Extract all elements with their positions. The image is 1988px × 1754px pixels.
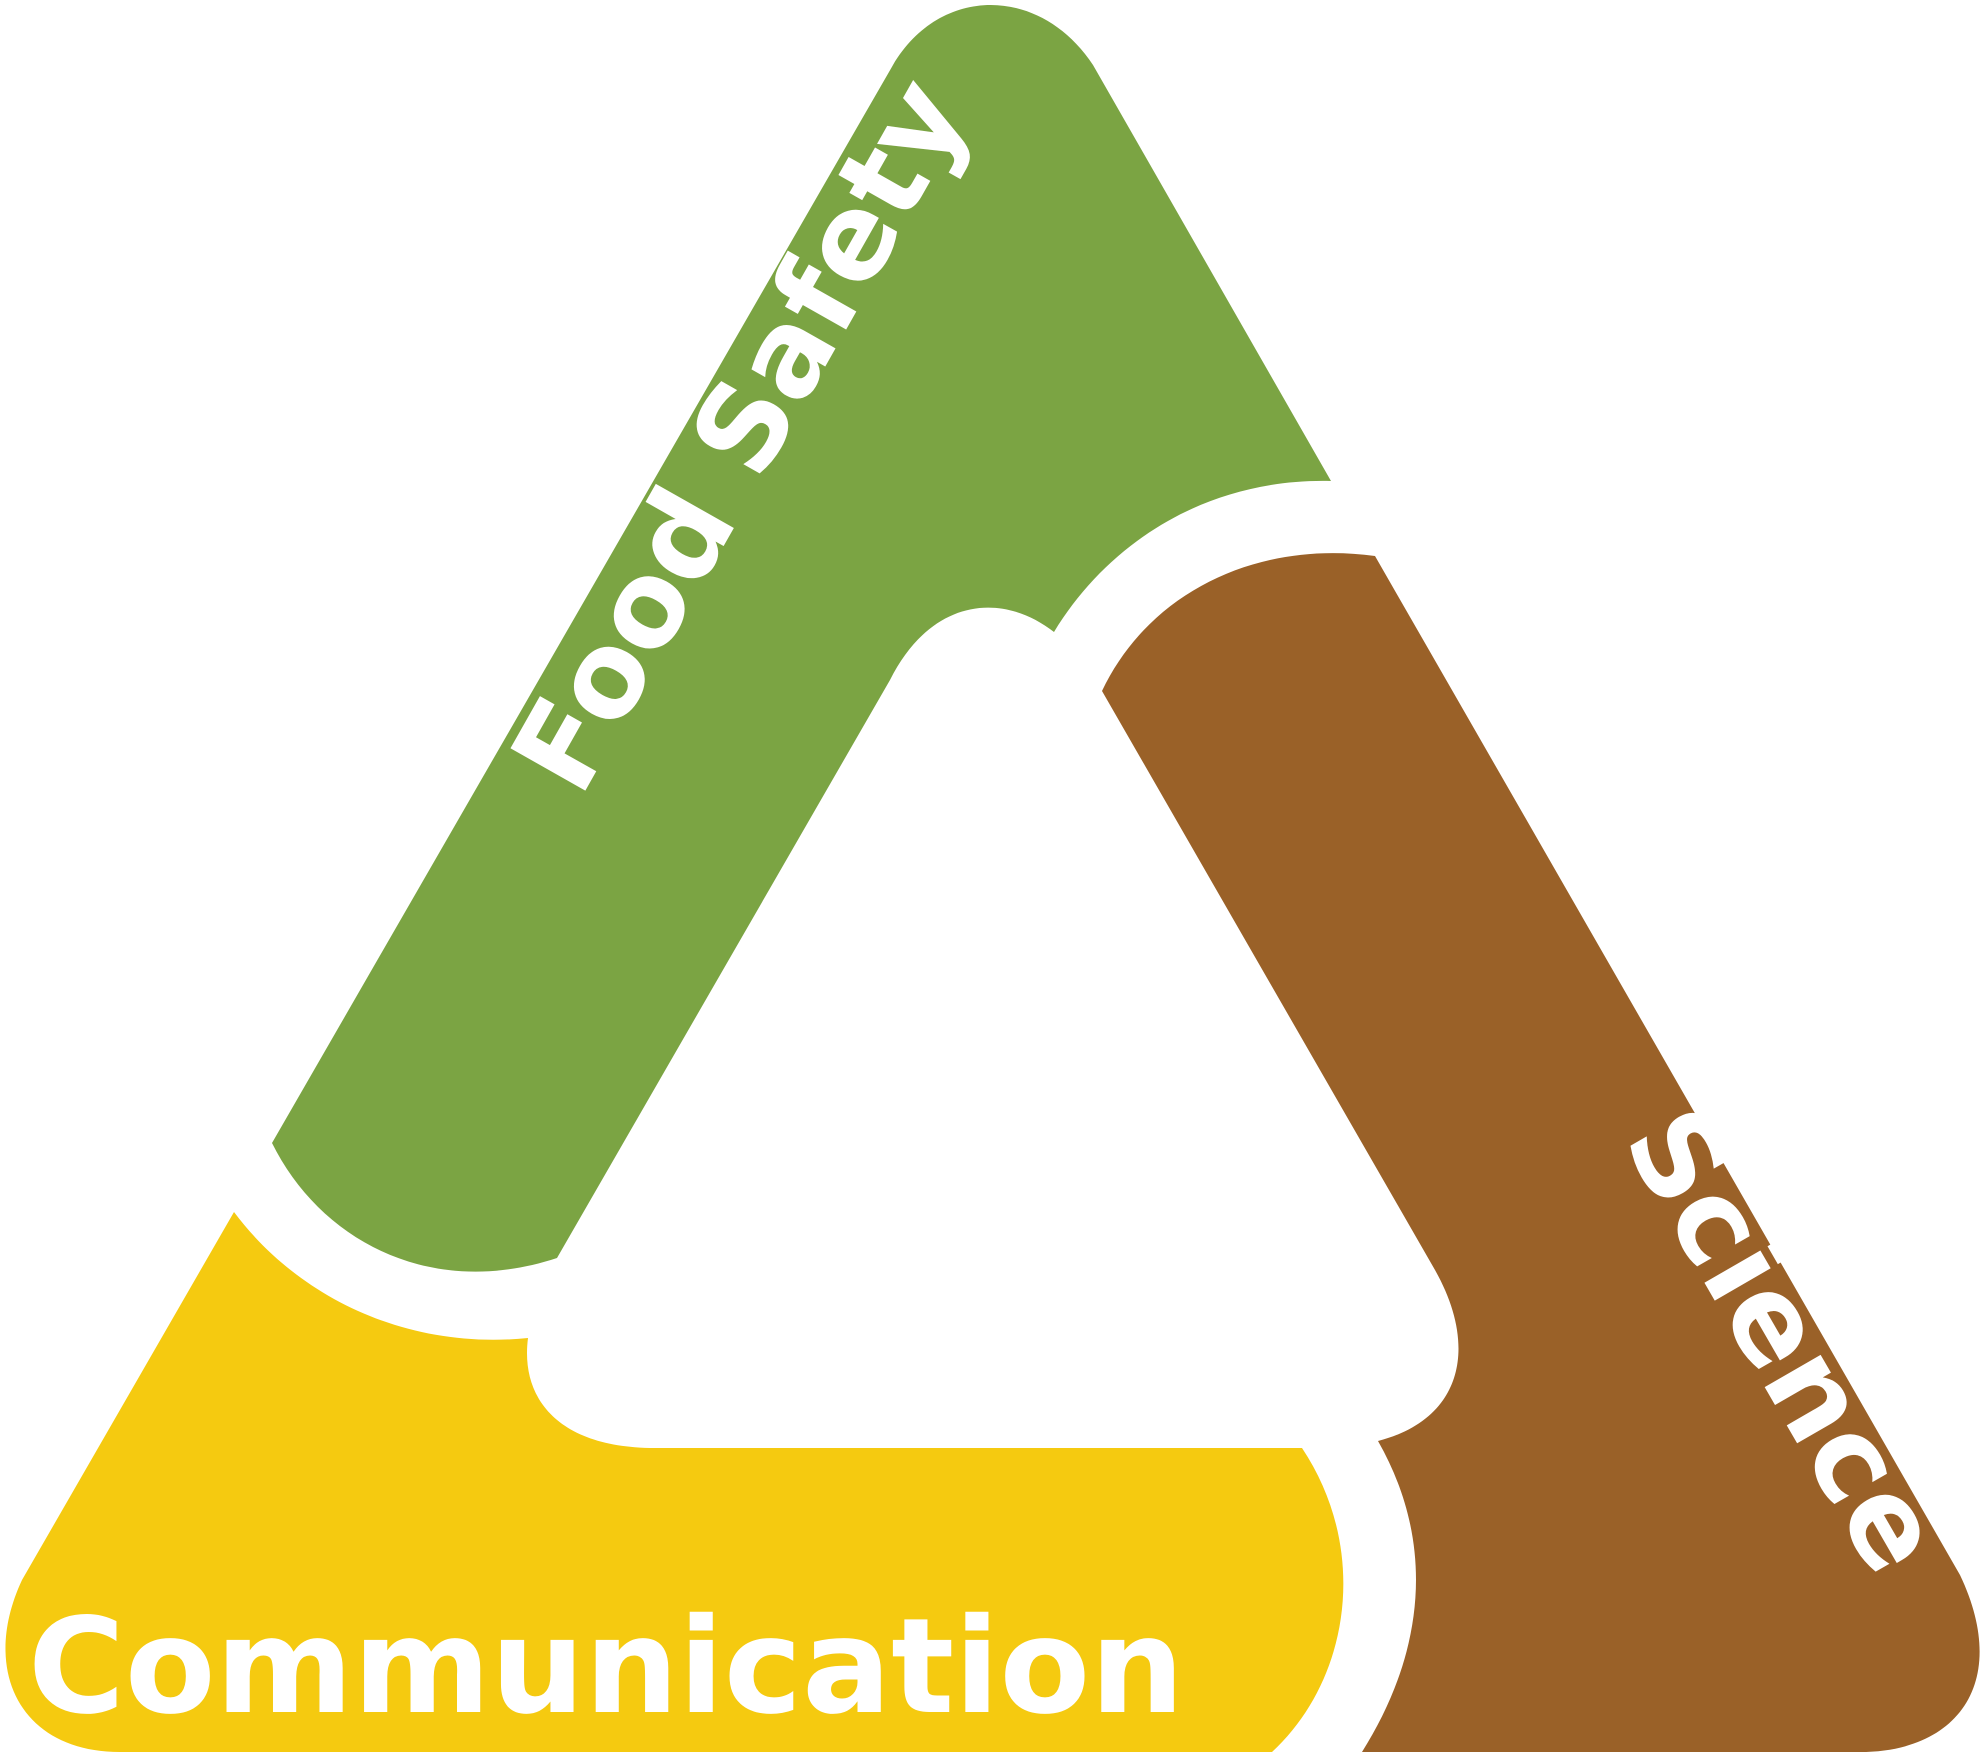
science-segment (1102, 553, 1980, 1752)
communication-segment (5, 1212, 1344, 1752)
food-safety-segment (272, 5, 1331, 1272)
communication-label: Communication (28, 1590, 1184, 1744)
